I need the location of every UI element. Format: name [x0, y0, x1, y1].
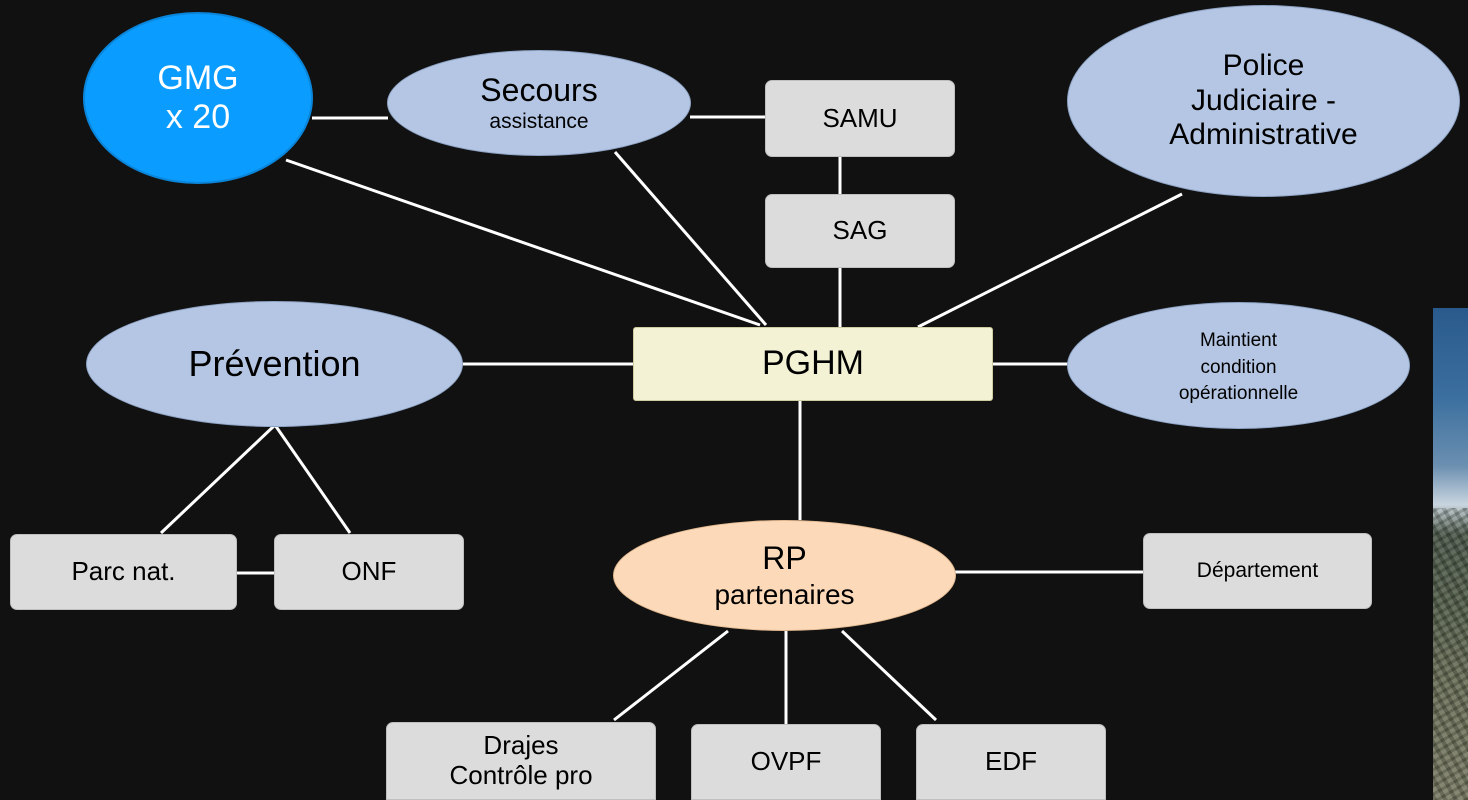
node-sag: SAG — [765, 194, 955, 268]
rp-title: RP — [762, 540, 807, 576]
node-prevention: Prévention — [86, 301, 463, 427]
node-departement: Département — [1143, 533, 1372, 609]
link-secours-pghm — [613, 151, 768, 326]
gmg-line1: GMG — [157, 58, 239, 97]
sag-label: SAG — [832, 215, 888, 246]
maintient-line2: condition — [1200, 356, 1277, 378]
edf-label: EDF — [985, 746, 1037, 777]
secours-subtitle: assistance — [489, 110, 589, 134]
node-secours: Secours assistance — [387, 50, 691, 156]
node-onf: ONF — [274, 534, 464, 610]
link-gmg-pghm — [285, 158, 761, 327]
secours-title: Secours — [480, 71, 598, 108]
link-prevention-parc — [159, 423, 277, 535]
departement-label: Département — [1196, 558, 1319, 582]
link-rp-edf — [840, 629, 938, 722]
node-samu: SAMU — [765, 80, 955, 157]
link-rp-drajes — [613, 629, 729, 722]
node-rp: RP partenaires — [613, 520, 956, 631]
prevention-label: Prévention — [188, 343, 361, 385]
police-line2: Judiciaire - — [1190, 83, 1337, 117]
police-line1: Police — [1222, 49, 1305, 83]
maintient-line3: opérationnelle — [1178, 383, 1299, 405]
background-photo — [1433, 308, 1468, 800]
link-police-pghm — [917, 192, 1183, 329]
node-parc-nat: Parc nat. — [10, 534, 237, 610]
node-gmg: GMG x 20 — [83, 12, 313, 184]
police-line3: Administrative — [1169, 118, 1358, 152]
pghm-label: PGHM — [762, 344, 864, 383]
parc-label: Parc nat. — [71, 556, 176, 587]
node-drajes: Drajes Contrôle pro — [386, 722, 656, 800]
samu-label: SAMU — [822, 102, 898, 133]
drajes-line2: Contrôle pro — [449, 760, 593, 790]
node-maintient: Maintient condition opérationnelle — [1067, 302, 1410, 429]
onf-label: ONF — [341, 556, 397, 587]
ovpf-label: OVPF — [750, 746, 822, 777]
node-edf: EDF — [916, 724, 1106, 800]
drajes-line1: Drajes — [483, 730, 559, 761]
rp-subtitle: partenaires — [714, 578, 855, 610]
node-pghm: PGHM — [633, 327, 993, 401]
link-prevention-onf — [273, 424, 352, 534]
node-police: Police Judiciaire - Administrative — [1067, 5, 1460, 197]
maintient-line1: Maintient — [1199, 329, 1278, 351]
node-ovpf: OVPF — [691, 724, 881, 800]
gmg-line2: x 20 — [165, 98, 231, 136]
